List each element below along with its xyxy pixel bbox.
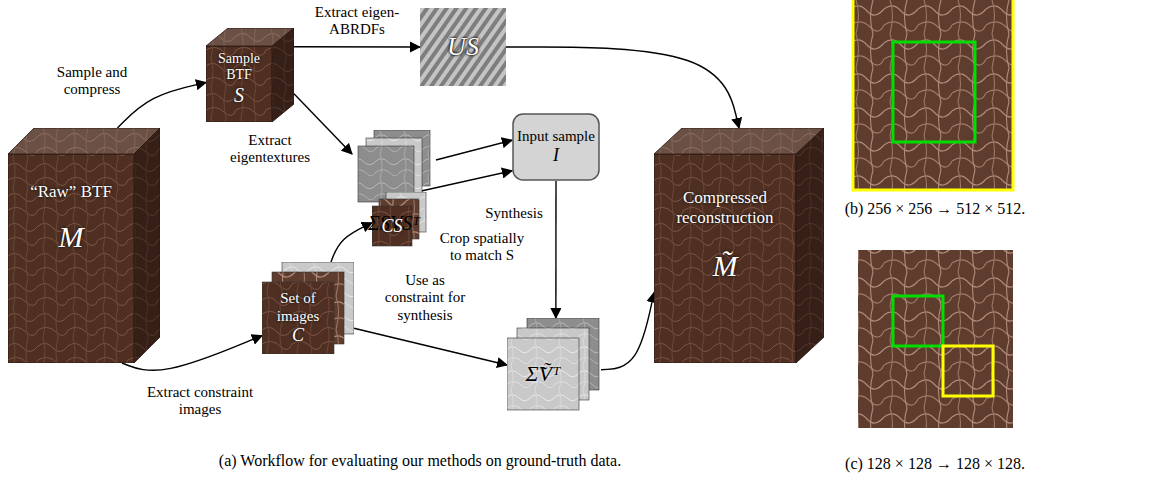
edge-label: Use as constraint for synthesis xyxy=(378,272,473,324)
cube-title: Sample BTF xyxy=(208,51,270,83)
reconstruction-cube: Compressed reconstructionM̃ xyxy=(654,128,824,363)
texture-image xyxy=(420,8,506,86)
math-symbol: M̃ xyxy=(713,249,738,284)
sample-btf-cube: Sample BTFS xyxy=(206,28,294,122)
image-layer xyxy=(372,206,412,246)
math-symbol: M xyxy=(59,220,84,255)
cube-side-shade xyxy=(796,128,824,363)
math-symbol: US xyxy=(447,32,479,62)
crop-square xyxy=(893,296,943,346)
arrow-connector xyxy=(555,181,557,318)
texture-image xyxy=(853,0,1013,190)
cube-title: Compressed reconstruction xyxy=(658,188,792,227)
cube-front-face xyxy=(654,154,796,363)
edge-label: Synthesis xyxy=(483,205,545,222)
rounded-box xyxy=(513,114,599,180)
cube-top-face xyxy=(654,128,824,154)
node-content: Σ̃Ṽᵀ xyxy=(507,338,579,410)
node-content: US xyxy=(420,8,506,86)
figure-caption: (b) 256 × 256 → 512 × 512. xyxy=(843,200,1028,218)
edge-label: Extract eigentextures xyxy=(225,132,315,167)
cube-top-shade xyxy=(654,128,824,154)
node-content: Set of imagesC xyxy=(262,282,334,354)
figure-caption: (a) Workflow for evaluating our methods … xyxy=(217,452,623,470)
math-symbol: CS xyxy=(381,216,402,237)
edge-label: Crop spatially to match S xyxy=(432,230,532,265)
node-content: CS xyxy=(372,206,412,246)
eigen-abrdf-image: US xyxy=(420,8,506,86)
arrow-connector xyxy=(601,293,654,370)
math-symbol: I xyxy=(553,145,559,166)
cube-side-shade xyxy=(134,128,160,363)
image-layer xyxy=(262,282,334,354)
figure-caption: (c) 128 × 128 → 128 × 128. xyxy=(843,455,1027,473)
cube-front-face xyxy=(8,154,134,363)
node-content: Compressed reconstructionM̃ xyxy=(654,154,796,363)
image-layer xyxy=(507,338,579,410)
node-content: “Raw” BTF M xyxy=(8,154,134,363)
math-symbol: S xyxy=(234,84,244,107)
connector-group xyxy=(117,47,739,370)
math-symbol: C xyxy=(292,325,304,346)
cube-top-shade xyxy=(8,128,160,154)
arrow-connector xyxy=(436,140,512,160)
node-content: Sample BTFS xyxy=(206,46,272,122)
constraint-image-stack: Set of imagesC xyxy=(262,262,354,354)
raw-btf-cube-outline xyxy=(8,128,160,363)
edge-label: Sample and compress xyxy=(52,64,132,99)
texture-image xyxy=(858,250,1013,428)
box-title: Input sample xyxy=(517,128,595,145)
reconstruction-cube-outline xyxy=(654,128,824,363)
arrow-connector xyxy=(331,223,372,262)
input-sample-box: Input sampleI xyxy=(512,113,600,181)
raw-btf-cube: “Raw” BTF M xyxy=(8,128,160,363)
cube-side-face xyxy=(134,128,160,363)
stack-title: Set of images xyxy=(264,290,332,325)
cube-title: “Raw” BTF xyxy=(30,182,112,202)
image-layer xyxy=(379,199,419,239)
math-symbol: Σ̃Ṽᵀ xyxy=(525,361,560,386)
cube-side-face xyxy=(796,128,824,363)
synthesized-texture-stack: Σ̃Ṽᵀ xyxy=(507,318,601,412)
crop-square xyxy=(893,42,975,142)
edge-label: Extract constraint images xyxy=(138,384,263,419)
arrow-connector xyxy=(354,328,507,365)
arrow-connector xyxy=(417,171,512,192)
node-content: Input sampleI xyxy=(512,113,600,181)
edge-label: Extract eigen-ABRDFs xyxy=(302,4,412,39)
cube-top-face xyxy=(8,128,160,154)
crop-square xyxy=(943,346,993,396)
arrow-connector xyxy=(294,46,420,48)
cube-side-shade xyxy=(272,28,294,122)
cube-side-face xyxy=(272,28,294,122)
cube-front-face xyxy=(206,46,272,122)
